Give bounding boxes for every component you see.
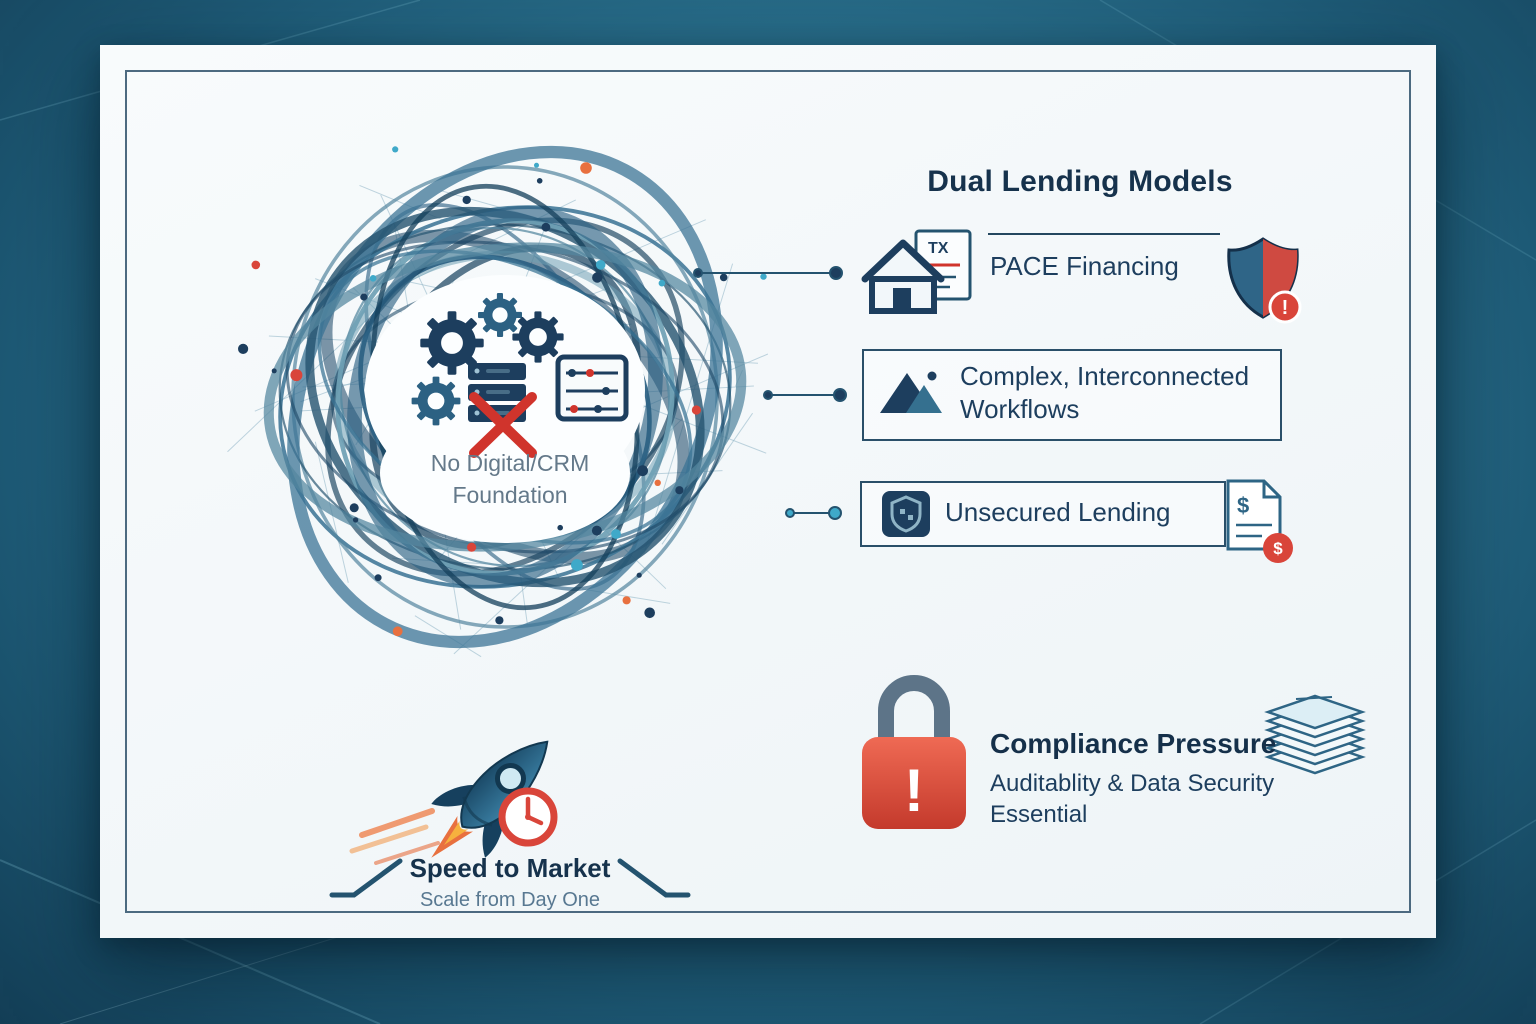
server-icon [468, 363, 526, 422]
pace-financing-label: PACE Financing [990, 251, 1179, 281]
gear-icon [478, 293, 522, 337]
connector-lines [693, 266, 847, 520]
shield-alert-icon: ! [1227, 237, 1302, 324]
gear-icon [512, 311, 564, 363]
svg-text:$: $ [1237, 493, 1249, 518]
compliance-line1: Auditablity & Data Security [990, 770, 1275, 797]
compliance-line2: Essential [990, 801, 1088, 829]
speed-block: Speed to Market Scale from Day One [355, 853, 665, 912]
svg-text:$: $ [1273, 539, 1283, 558]
unsecured-lending-label: Unsecured Lending [945, 497, 1171, 527]
compliance-block: Compliance Pressure Auditablity & Data S… [990, 728, 1330, 830]
section-heading: Dual Lending Models [927, 165, 1233, 198]
red-x-icon [469, 392, 537, 458]
workflows-label-line1: Complex, Interconnected [960, 361, 1250, 391]
house-icon [861, 239, 945, 314]
lock-icon: ! [862, 675, 966, 829]
clock-icon [498, 787, 558, 847]
invoice-dollar-icon: $$ [1226, 479, 1293, 563]
infographic-card: TX!$$! No Digital/CRM Foundation Dual Le… [100, 45, 1436, 938]
svg-text:!: ! [904, 757, 924, 824]
svg-text:!: ! [1282, 297, 1289, 319]
tangle-ribbons [263, 145, 747, 649]
pace-divider-line [988, 233, 1220, 235]
ledger-icon [555, 354, 629, 422]
speed-subtitle: Scale from Day One [419, 889, 601, 911]
tangle-caption: No Digital/CRM Foundation [370, 447, 650, 511]
workflows-label-line2: Workflows [960, 394, 1080, 425]
tangle-caption-line1: No Digital/CRM [430, 450, 590, 476]
svg-text:TX: TX [928, 240, 949, 257]
gear-icon [420, 311, 484, 375]
compliance-title: Compliance Pressure [990, 728, 1277, 759]
workflows-label: Complex, Interconnected Workflows [960, 360, 1249, 427]
tangle-caption-line2: Foundation [452, 482, 568, 509]
gear-icon [411, 376, 461, 426]
tangle-web [227, 184, 769, 658]
tax-document-icon: TX [914, 229, 972, 301]
tangle-nodes [238, 146, 767, 637]
speed-title: Speed to Market [409, 853, 611, 883]
